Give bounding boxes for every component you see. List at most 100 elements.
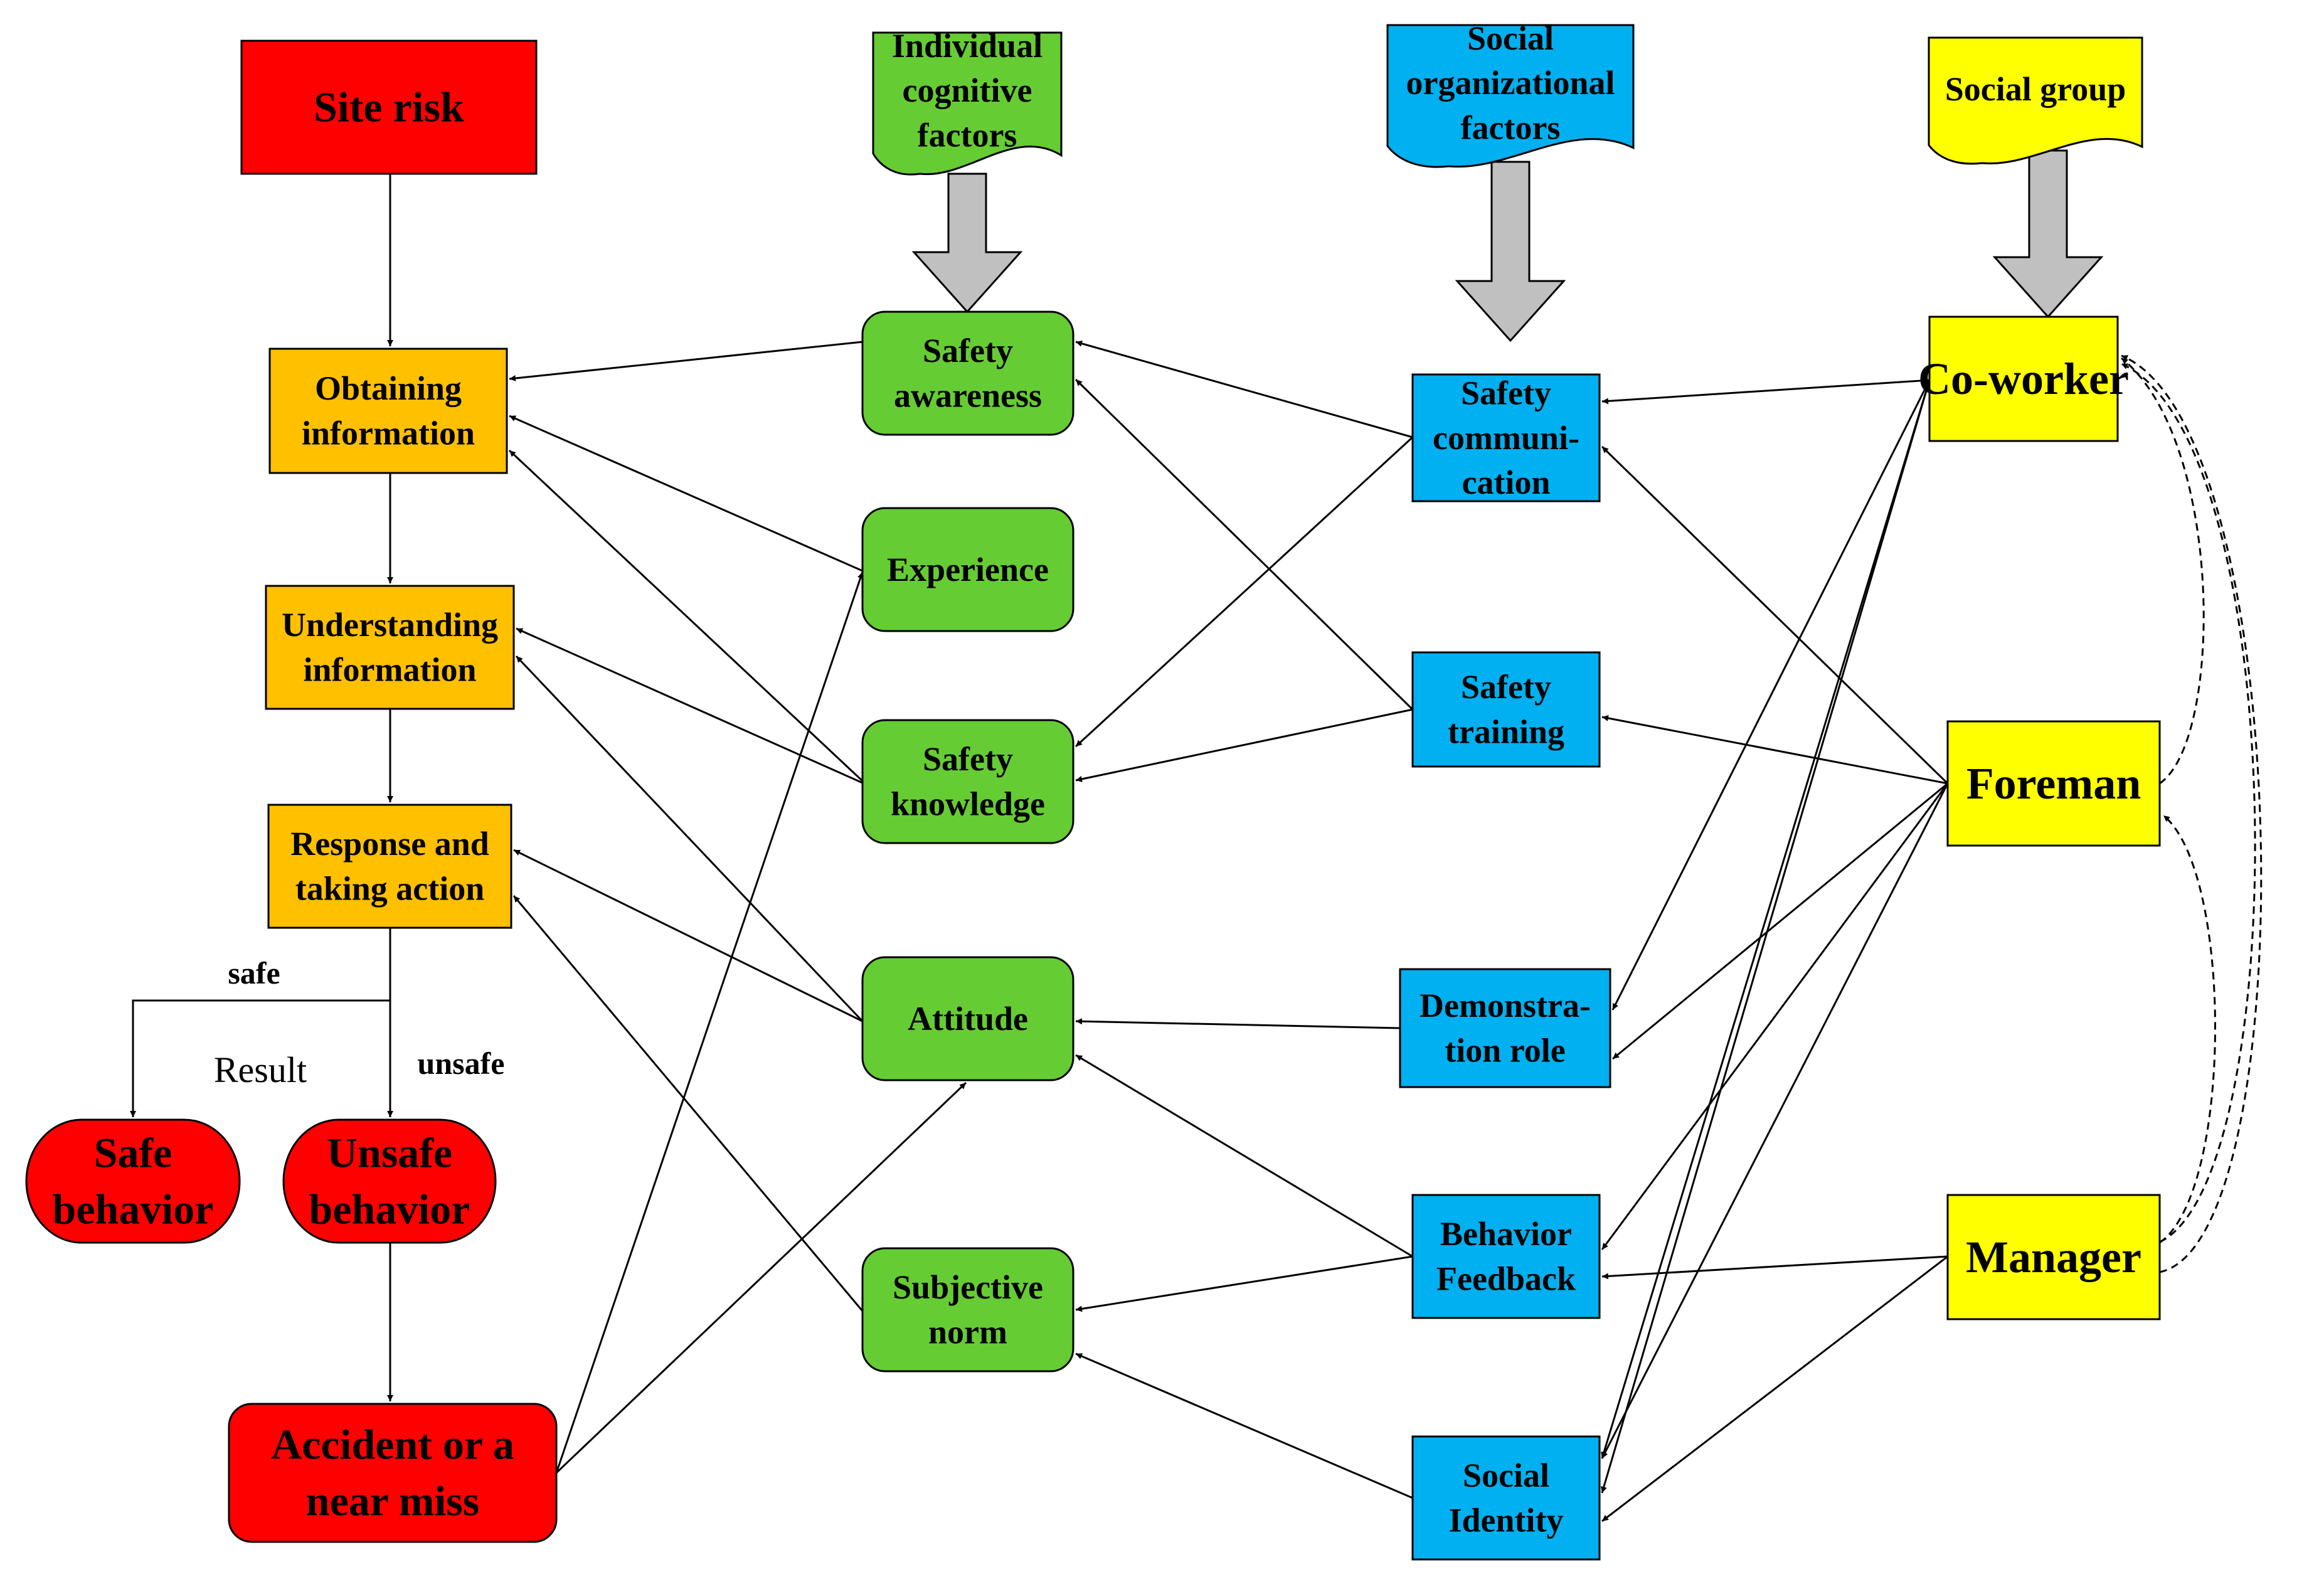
connector-arrow xyxy=(513,849,863,1022)
factor-flow-arrow xyxy=(911,173,1023,314)
node-coworker: Co-worker xyxy=(1918,316,2129,442)
node-label: Social xyxy=(1467,19,1554,57)
connector-arrow xyxy=(516,627,863,784)
node-label: Subjective xyxy=(893,1268,1043,1306)
node-box xyxy=(267,804,512,929)
connector-arrow xyxy=(509,415,863,572)
connector-arrow xyxy=(1075,1054,1413,1258)
node-obtaining: Obtaining information xyxy=(268,348,508,474)
connector-arrow xyxy=(1075,1352,1413,1499)
node-box xyxy=(1411,1194,1601,1319)
node-manager: Manager xyxy=(1946,1194,2161,1320)
connector-arrow xyxy=(515,655,864,1022)
connector-arrow xyxy=(130,928,391,1117)
node-label: Co-worker xyxy=(1918,354,2129,404)
node-box xyxy=(1411,1435,1601,1561)
connector-arrow xyxy=(1601,1255,1948,1280)
node-box xyxy=(228,1403,558,1543)
node-box xyxy=(240,40,538,175)
connector-arrow xyxy=(1075,1018,1401,1029)
node-label: Foreman xyxy=(1966,758,2141,809)
branch-label-safe: safe xyxy=(228,955,280,990)
branch-label-layer: safe unsafe Result xyxy=(214,955,505,1090)
node-label: Demonstra- xyxy=(1419,987,1591,1024)
node-box xyxy=(1928,316,2119,442)
node-label: Safe xyxy=(94,1129,172,1177)
connector-layer xyxy=(130,149,2263,1522)
factor-flow-arrow xyxy=(1992,149,2104,319)
node-label: Safety xyxy=(923,332,1013,369)
node-box xyxy=(861,1247,1074,1373)
node-label: Attitude xyxy=(908,1000,1028,1038)
node-accident: Accident or a near miss xyxy=(228,1403,558,1543)
connector-arrow xyxy=(555,1081,967,1474)
connector-arrow xyxy=(1601,379,1930,405)
connector-arrow xyxy=(1075,708,1413,782)
node-label: knowledge xyxy=(891,785,1045,823)
node-label: norm xyxy=(928,1314,1007,1351)
connector-arrow xyxy=(512,895,864,1312)
node-box xyxy=(1411,373,1601,502)
document-shape xyxy=(1386,24,1635,168)
node-box xyxy=(861,956,1074,1081)
node-subjective-norm: Subjective norm xyxy=(861,1247,1074,1373)
factor-flow-arrow xyxy=(1455,161,1566,342)
node-label: Experience xyxy=(887,551,1049,588)
node-label: Manager xyxy=(1966,1232,2141,1282)
connector-arrow xyxy=(555,571,864,1473)
node-social-group: Social group xyxy=(1928,36,2143,165)
node-label: cognitive xyxy=(903,72,1032,109)
node-label: behavior xyxy=(53,1185,214,1233)
connector-arrow xyxy=(1074,378,1414,711)
node-label: Obtaining xyxy=(315,369,462,407)
node-label: near miss xyxy=(306,1477,479,1524)
node-box xyxy=(268,348,508,474)
node-label: cation xyxy=(1462,464,1551,501)
node-label: tion role xyxy=(1445,1032,1565,1070)
connector-arrow xyxy=(1074,436,1414,748)
node-social-org-factors: Social organizational factors xyxy=(1386,19,1635,168)
node-label: Understanding xyxy=(282,606,498,644)
node-label: Social xyxy=(1463,1457,1549,1494)
node-box xyxy=(861,719,1074,844)
branch-label-result: Result xyxy=(214,1049,307,1090)
node-attitude: Attitude xyxy=(861,956,1074,1081)
connector-arrow xyxy=(1601,783,1949,1459)
branch-label-unsafe: unsafe xyxy=(418,1046,505,1081)
node-safe-behavior: Safe behavior xyxy=(25,1118,241,1244)
node-label: awareness xyxy=(894,377,1042,415)
node-label: Social group xyxy=(1945,70,2126,108)
node-label: factors xyxy=(1461,109,1561,146)
connector-arrow xyxy=(1612,782,1948,1060)
node-label: Accident or a xyxy=(271,1421,514,1468)
dashed-influence-arrow xyxy=(2121,363,2256,1243)
connector-arrow xyxy=(1601,714,1948,785)
node-label: Behavior xyxy=(1440,1215,1572,1253)
node-site-risk: Site risk xyxy=(240,40,538,175)
node-box xyxy=(1411,651,1601,768)
node-safety-awareness: Safety awareness xyxy=(861,311,1074,436)
connector-arrow xyxy=(1601,783,1949,1250)
node-label: Site risk xyxy=(314,83,464,130)
node-box xyxy=(861,507,1074,632)
connector-arrow xyxy=(508,449,864,782)
node-label: organizational xyxy=(1406,64,1615,102)
connector-arrow xyxy=(1601,1255,1948,1522)
connector-arrow xyxy=(1601,380,1931,1494)
node-label: Individual xyxy=(892,27,1043,65)
node-label: behavior xyxy=(309,1185,470,1233)
node-experience: Experience xyxy=(861,507,1074,632)
document-shape xyxy=(1928,36,2143,165)
node-label: training xyxy=(1448,713,1564,751)
dashed-influence-arrow xyxy=(2121,357,2205,785)
node-label: information xyxy=(302,415,475,452)
node-label: communi- xyxy=(1433,419,1579,457)
node-box xyxy=(1946,1194,2161,1320)
connector-arrow xyxy=(1611,380,1931,1011)
node-box xyxy=(1399,968,1611,1088)
node-label: Response and xyxy=(290,825,489,863)
